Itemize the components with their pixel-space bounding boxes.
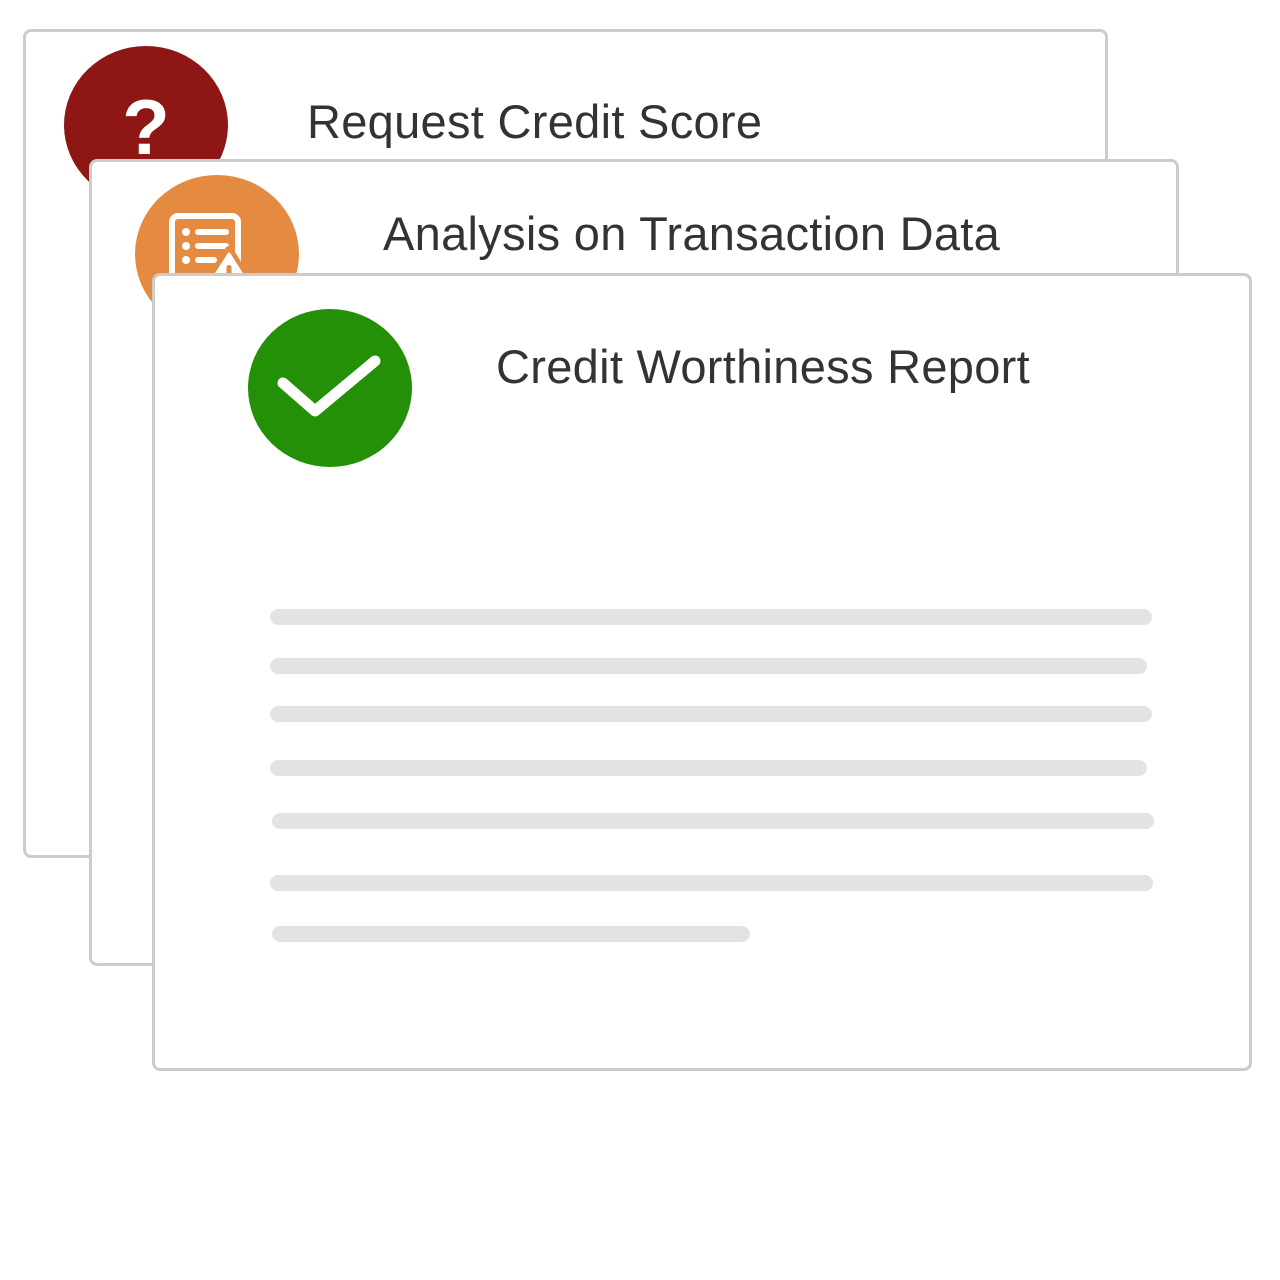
checkmark-badge	[248, 309, 412, 467]
checkmark-icon	[275, 353, 385, 423]
placeholder-line	[270, 609, 1152, 625]
card-title: Credit Worthiness Report	[496, 340, 1030, 393]
credit-worthiness-report-card: Credit Worthiness Report	[152, 273, 1252, 1071]
card-title: Analysis on Transaction Data	[383, 207, 1001, 260]
card-title: Request Credit Score	[307, 95, 763, 148]
placeholder-line	[270, 875, 1153, 891]
placeholder-line	[272, 926, 750, 942]
placeholder-line	[270, 760, 1147, 776]
placeholder-line	[270, 658, 1147, 674]
question-mark-icon: ?	[122, 83, 170, 171]
placeholder-line	[270, 706, 1152, 722]
placeholder-line	[272, 813, 1154, 829]
